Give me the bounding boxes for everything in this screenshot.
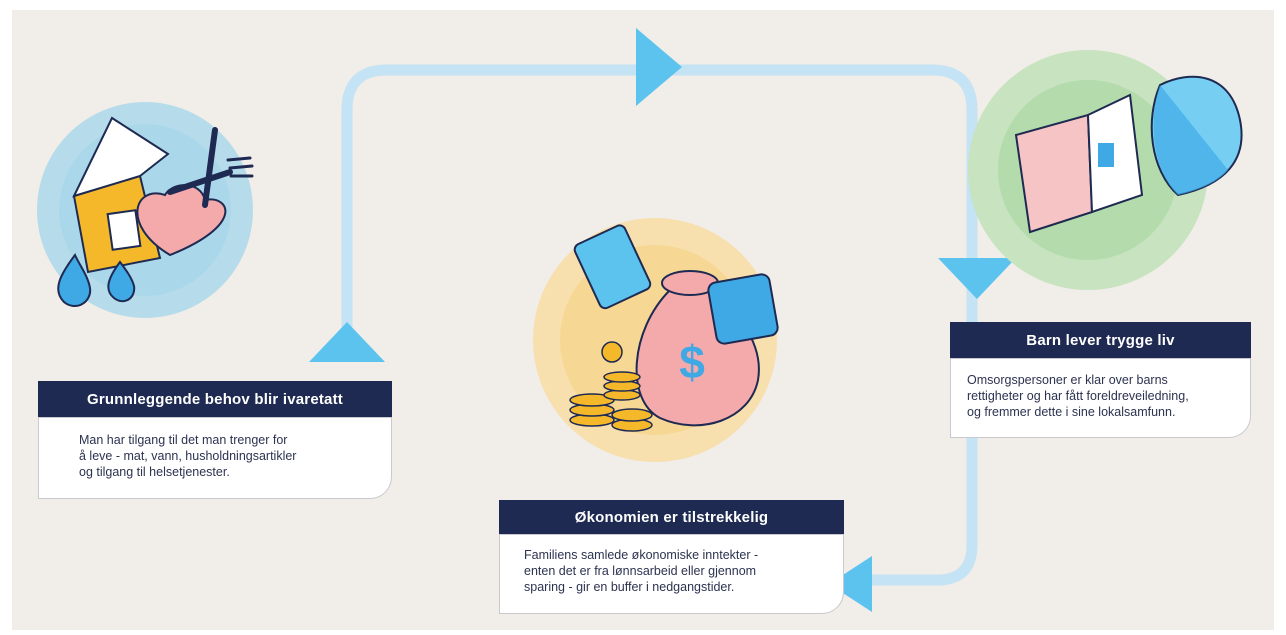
card-safe-lives-line: Omsorgspersoner er klar over barns <box>967 373 1168 387</box>
card-economy-line: enten det er fra lønnsarbeid eller gjenn… <box>524 564 757 578</box>
house-roof-icon <box>72 116 170 198</box>
flow-path <box>341 64 978 586</box>
money-bag-illustration: $ <box>533 218 779 462</box>
card-economy-line: sparing - gir en buffer i nedgangstider. <box>524 580 735 594</box>
card-safe-lives-line: rettigheter og har fått foreldreveiledni… <box>967 389 1189 403</box>
fork-handle-icon <box>167 169 233 195</box>
house-door-icon <box>106 209 142 251</box>
water-drop-icon <box>57 253 92 307</box>
wallet-icon <box>707 273 779 345</box>
card-basic-needs-title: Grunnleggende behov blir ivaretatt <box>38 381 392 417</box>
arrowhead-right-icon <box>636 28 682 106</box>
card-safe-lives-title: Barn lever trygge liv <box>950 322 1251 358</box>
card-basic-needs-body: Man har tilgang til det man trenger for … <box>38 417 392 499</box>
arrowhead-left-icon <box>829 556 872 612</box>
house-heart-illustration <box>37 102 254 318</box>
water-drop-small-icon <box>107 260 136 303</box>
dollar-sign-icon: $ <box>679 336 705 388</box>
book-emblem-icon <box>1098 143 1114 167</box>
shield-shade-icon <box>1153 85 1228 195</box>
book-shield-illustration <box>968 50 1243 290</box>
credit-card-icon <box>573 224 652 310</box>
arrowhead-down-icon <box>938 258 1016 299</box>
card-basic-needs-line: og tilgang til helsetjenester. <box>79 465 230 479</box>
book-right-page-icon <box>1086 93 1144 214</box>
card-safe-lives-line: og fremmer dette i sine lokalsamfunn. <box>967 405 1176 419</box>
arrowhead-up-icon <box>309 322 385 362</box>
card-economy-line: Familiens samlede økonomiske inntekter - <box>524 548 759 562</box>
card-economy-body: Familiens samlede økonomiske inntekter -… <box>499 534 844 614</box>
coin-stacks-icon <box>569 341 653 432</box>
knife-icon <box>202 127 218 208</box>
card-basic-needs-line: å leve - mat, vann, husholdningsartikler <box>79 449 297 463</box>
card-economy-title: Økonomien er tilstrekkelig <box>499 500 844 534</box>
book-left-page-icon <box>1014 113 1094 234</box>
card-safe-lives-body: Omsorgspersoner er klar over barns retti… <box>950 358 1251 438</box>
card-basic-needs-line: Man har tilgang til det man trenger for <box>79 433 288 447</box>
fork-tines-icon <box>226 156 254 178</box>
